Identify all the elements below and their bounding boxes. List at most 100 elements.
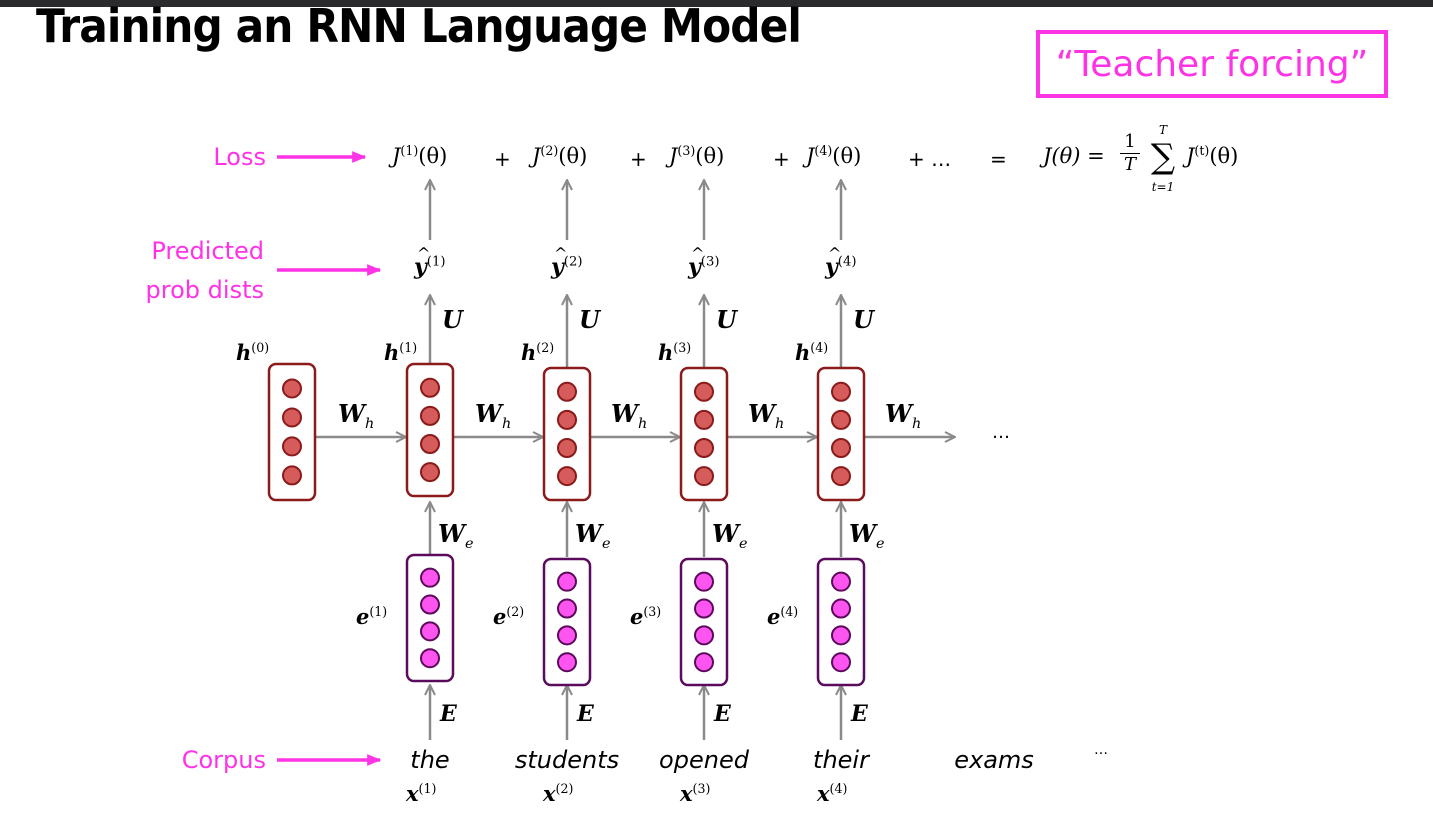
equals-operator: =	[990, 147, 1007, 171]
U-weight-label-1: U	[442, 305, 463, 334]
neuron	[557, 437, 577, 458]
neuron	[420, 405, 440, 426]
neuron	[694, 409, 714, 430]
We-weight-label-1: We	[438, 519, 474, 552]
corpus-label: Corpus	[181, 746, 266, 774]
neuron	[557, 652, 577, 673]
slide-title: Training an RNN Language Model	[36, 0, 802, 53]
U-weight-label-3: U	[716, 305, 737, 334]
sum-term-arg: (θ)	[1209, 144, 1239, 168]
hidden-state-box-4	[816, 366, 866, 502]
embedding-label-1: e(1)	[356, 604, 388, 629]
sum-term-symbol: J	[1186, 144, 1195, 168]
corpus-word-5: exams	[954, 746, 1034, 774]
plus-operator-2: +	[630, 147, 647, 171]
input-x-label-3: x(3)	[680, 781, 711, 806]
corpus-word-4: their	[813, 746, 869, 774]
embedding-box-3	[679, 557, 729, 687]
hidden-ellipsis: …	[992, 422, 1010, 443]
neuron	[831, 571, 851, 592]
embedding-label-4: e(4)	[767, 604, 799, 629]
predicted-label-line1: Predicted	[151, 237, 264, 265]
hidden-state-label-1: h(1)	[384, 340, 418, 365]
hidden-state-box-3	[679, 366, 729, 502]
neuron	[831, 409, 851, 430]
corpus-word-2: students	[514, 746, 620, 774]
embedding-box-4	[816, 557, 866, 687]
neuron	[282, 407, 302, 428]
neuron	[282, 465, 302, 486]
formula-fraction: 1 T	[1120, 133, 1140, 174]
loss-term-4: J(4)(θ)	[806, 143, 862, 168]
neuron	[831, 652, 851, 673]
hidden-state-box-2-border	[542, 366, 592, 502]
E-weight-label-1: E	[440, 701, 457, 727]
Wh-weight-label-3: Wh	[748, 399, 785, 432]
hidden-state-box-1	[405, 362, 455, 498]
neuron	[694, 466, 714, 487]
formula-lhs: J(θ) =	[1043, 144, 1105, 168]
We-weight-label-4: We	[849, 519, 885, 552]
hidden-state-box-3-border	[679, 366, 729, 502]
input-x-label-1: x(1)	[406, 781, 437, 806]
loss-term-3: J(3)(θ)	[669, 143, 725, 168]
neuron	[557, 571, 577, 592]
neuron	[831, 437, 851, 458]
hidden-state-label-4: h(4)	[795, 340, 829, 365]
embedding-box-2-border	[542, 557, 592, 687]
E-weight-label-2: E	[577, 701, 594, 727]
neuron	[694, 381, 714, 402]
neuron	[557, 409, 577, 430]
loss-label: Loss	[213, 143, 266, 171]
neuron	[420, 621, 440, 642]
loss-term-2: J(2)(θ)	[532, 143, 588, 168]
Wh-weight-label-0: Wh	[338, 399, 375, 432]
window-top-bar	[0, 0, 1433, 7]
neuron	[831, 466, 851, 487]
flow-arrows	[315, 180, 955, 740]
E-weight-label-4: E	[851, 701, 868, 727]
hidden-state-box-0	[267, 362, 317, 502]
neuron	[694, 437, 714, 458]
embedding-label-2: e(2)	[493, 604, 525, 629]
fraction-denominator: T	[1123, 154, 1136, 175]
neuron	[831, 598, 851, 619]
y-hat-label-3: y(3)	[688, 246, 719, 279]
sum-upper: T	[1158, 123, 1167, 137]
neuron	[420, 648, 440, 669]
embedding-box-4-border	[816, 557, 866, 687]
neuron	[420, 567, 440, 588]
neuron	[420, 462, 440, 483]
plus-operator-3: +	[773, 147, 790, 171]
y-hat-label-1: y(1)	[414, 246, 445, 279]
neuron	[831, 381, 851, 402]
hidden-state-label-2: h(2)	[521, 340, 555, 365]
neuron	[557, 466, 577, 487]
neuron	[282, 436, 302, 457]
embedding-box-2	[542, 557, 592, 687]
pointer-arrows	[277, 151, 382, 766]
Wh-weight-label-2: Wh	[611, 399, 648, 432]
hidden-state-label-3: h(3)	[658, 340, 692, 365]
loss-term-1: J(1)(θ)	[392, 143, 448, 168]
We-weight-label-2: We	[575, 519, 611, 552]
embedding-label-3: e(3)	[630, 604, 662, 629]
y-hat-label-4: y(4)	[825, 246, 856, 279]
loss-formula: J(θ) =	[1043, 146, 1105, 167]
neuron	[282, 378, 302, 399]
plus-more-operator: + …	[908, 147, 952, 171]
sum-term: J(t)(θ)	[1186, 144, 1239, 168]
predicted-label: Predicted prob dists	[100, 232, 264, 310]
neuron	[694, 598, 714, 619]
neuron	[694, 571, 714, 592]
plus-operator-1: +	[494, 147, 511, 171]
hidden-state-label-0: h(0)	[236, 340, 270, 365]
fraction-bar	[1120, 153, 1140, 154]
predicted-label-line2: prob dists	[145, 276, 264, 304]
neuron	[420, 433, 440, 454]
y-hat-label-2: y(2)	[551, 246, 582, 279]
embedding-box-3-border	[679, 557, 729, 687]
neuron	[557, 381, 577, 402]
neuron	[831, 625, 851, 646]
